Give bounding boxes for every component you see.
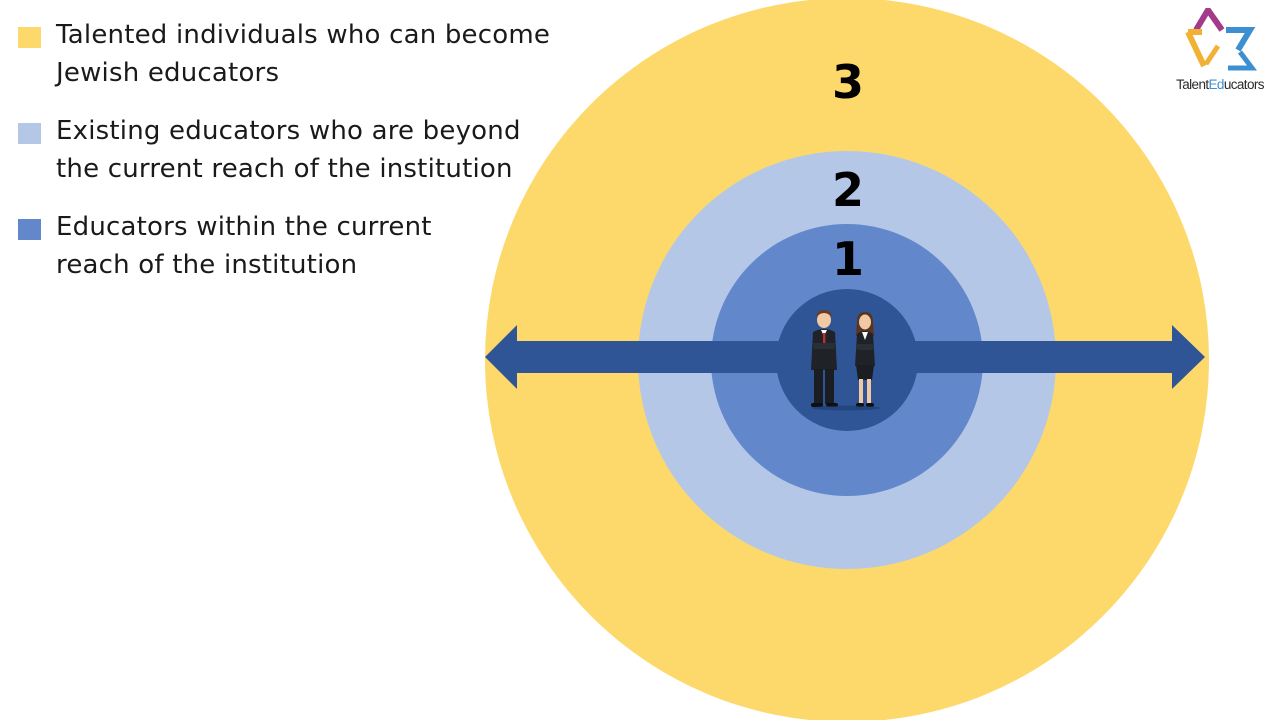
star-logo-icon: [1185, 4, 1257, 71]
logo-text-ucators: ucators: [1223, 77, 1265, 92]
legend-item-educators-within-reach: Educators within the current reach of th…: [18, 208, 578, 284]
legend-swatch-blue: [18, 219, 41, 240]
ring-1-label: 1: [832, 232, 864, 286]
legend-label: Talented individuals who can become Jewi…: [56, 20, 551, 88]
logo-text-talent: Talent: [1176, 77, 1209, 92]
legend-item-talented-individuals: Talented individuals who can become Jewi…: [18, 16, 578, 92]
legend-swatch-light-blue: [18, 123, 41, 144]
legend: Talented individuals who can become Jewi…: [18, 16, 578, 304]
people-icon: [811, 310, 880, 411]
legend-label: Educators within the current reach of th…: [56, 212, 432, 280]
legend-swatch-yellow: [18, 27, 41, 48]
logo-wordmark: TalentEducators: [1166, 77, 1274, 92]
ring-2-label: 2: [832, 163, 864, 217]
man-figure-icon: [811, 310, 838, 407]
legend-label: Existing educators who are beyond the cu…: [56, 116, 521, 184]
talent-educators-logo: TalentEducators: [1166, 4, 1274, 98]
core-circle: [776, 289, 918, 431]
woman-figure-icon: [855, 312, 875, 407]
ring-3-label: 3: [832, 55, 864, 109]
legend-item-existing-educators: Existing educators who are beyond the cu…: [18, 112, 578, 188]
logo-text-ed: Ed: [1208, 77, 1225, 92]
